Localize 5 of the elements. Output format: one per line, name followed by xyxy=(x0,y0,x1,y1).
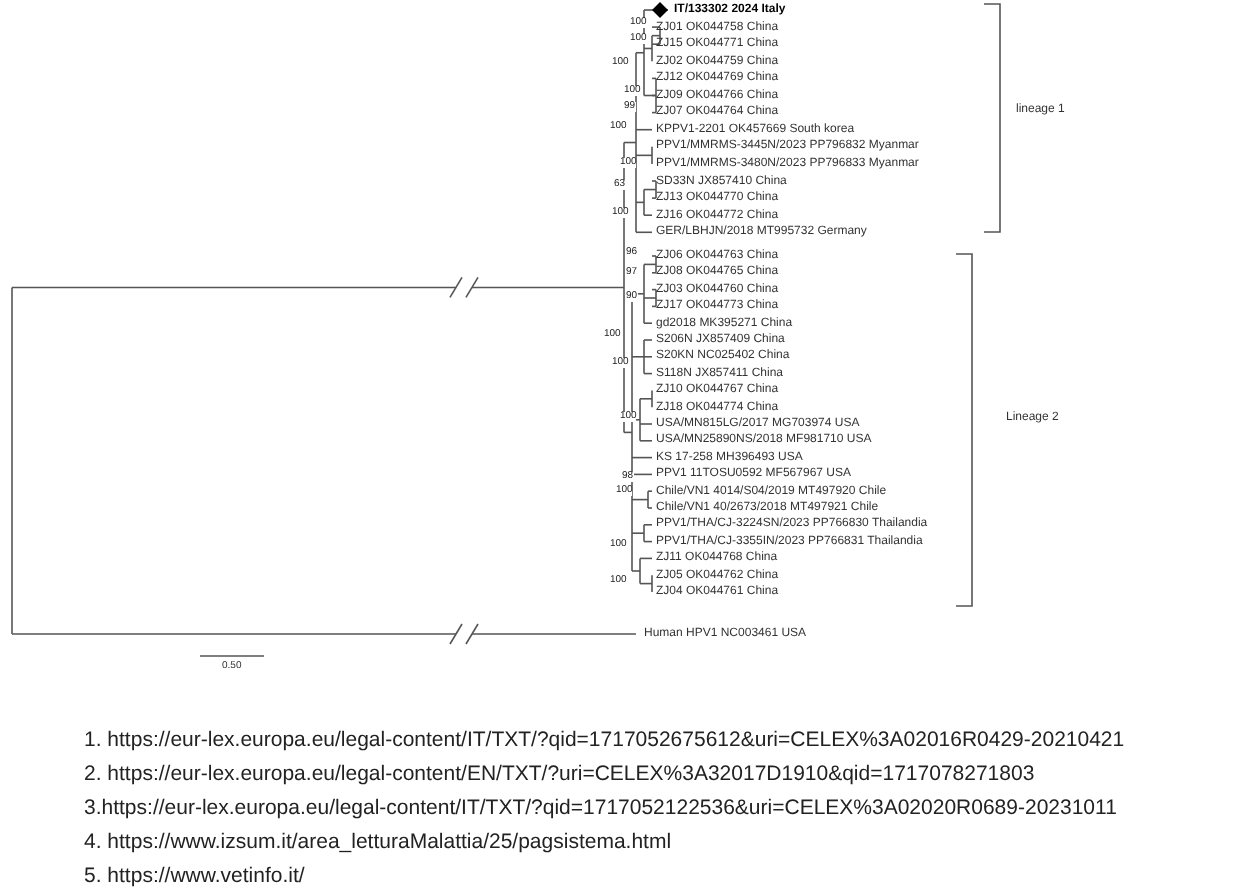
reference-line: 5. https://www.vetinfo.it/ xyxy=(84,866,305,887)
reference-line: 4. https://www.izsum.it/area_letturaMalattia/25/pagsistema.html xyxy=(84,832,672,853)
reference-line: 3.https://eur-lex.europa.eu/legal-content/IT/TXT/?qid=1717052122536&uri=CELEX%3A02020R0689-20231011 xyxy=(84,798,1117,819)
reference-line: 2. https://eur-lex.europa.eu/legal-content/EN/TXT/?uri=CELEX%3A32017D1910&qid=1717078271803 xyxy=(84,764,1035,785)
reference-line: 1. https://eur-lex.europa.eu/legal-content/IT/TXT/?qid=1717052675612&uri=CELEX%3A02016R0429-20210421 xyxy=(84,730,1125,751)
